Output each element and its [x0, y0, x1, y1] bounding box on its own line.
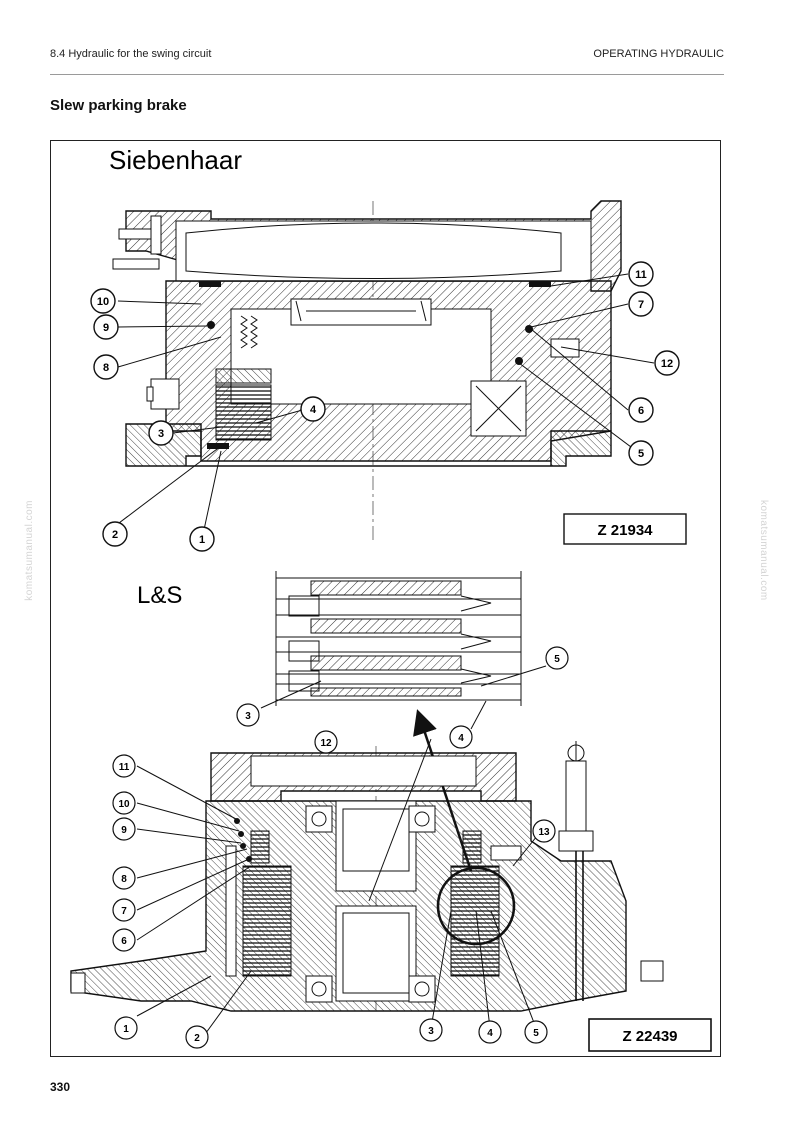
bottom-callout-9: 9 [112, 817, 136, 841]
page-number: 330 [50, 1080, 71, 1094]
svg-text:12: 12 [320, 738, 332, 749]
top-callout-12: 12 [654, 350, 680, 376]
svg-text:7: 7 [638, 299, 644, 311]
top-callout-6: 6 [628, 397, 654, 423]
bottom-callout-11: 11 [112, 754, 136, 778]
svg-text:11: 11 [119, 762, 130, 773]
top-callout-2: 2 [102, 521, 128, 547]
watermark-left: komatsumanual.com [24, 500, 35, 601]
magnifier-circle [436, 866, 516, 946]
figure-frame: Siebenhaar [50, 140, 721, 1057]
svg-text:5: 5 [638, 448, 644, 460]
svg-text:5: 5 [533, 1028, 539, 1039]
ls-label: L&S [137, 582, 182, 609]
svg-text:5: 5 [554, 654, 560, 665]
header-divider [50, 74, 724, 75]
bottom-callout-10: 10 [112, 791, 136, 815]
top-callout-5: 5 [628, 440, 654, 466]
top-callout-11: 11 [628, 261, 654, 287]
technical-drawing: Siebenhaar [70, 145, 712, 1052]
top-code-box [563, 513, 687, 545]
detail-callout-4: 4 [449, 725, 473, 749]
svg-text:1: 1 [123, 1024, 129, 1035]
bottom-callout-12: 12 [314, 730, 338, 754]
bottom-callout-4: 4 [478, 1020, 502, 1044]
bottom-callout-3: 3 [419, 1018, 443, 1042]
svg-text:9: 9 [121, 825, 127, 836]
bottom-code-box [588, 1018, 712, 1052]
top-callout-4: 4 [300, 396, 326, 422]
plate-detail [260, 571, 547, 730]
svg-text:11: 11 [635, 269, 647, 281]
svg-text:6: 6 [121, 936, 127, 947]
svg-text:13: 13 [538, 827, 550, 838]
svg-text:2: 2 [194, 1033, 200, 1044]
svg-text:8: 8 [103, 362, 109, 374]
ls-drawing: L&S [70, 571, 712, 1052]
bottom-drawing-code: Z 22439 [622, 1028, 677, 1045]
bottom-callout-13: 13 [532, 819, 556, 843]
watermark-right: komatsumanual.com [758, 500, 769, 601]
svg-text:8: 8 [121, 874, 127, 885]
detail-callout-3: 3 [236, 703, 260, 727]
svg-text:10: 10 [118, 799, 130, 810]
bottom-callout-5: 5 [524, 1020, 548, 1044]
svg-text:4: 4 [458, 733, 464, 744]
svg-text:9: 9 [103, 322, 109, 334]
top-drawing-code: Z 21934 [597, 522, 653, 539]
top-callout-3: 3 [148, 420, 174, 446]
bottom-callout-8: 8 [112, 866, 136, 890]
bottom-callout-7: 7 [112, 898, 136, 922]
top-callout-7: 7 [628, 291, 654, 317]
page-title: Slew parking brake [50, 97, 187, 114]
siebenhaar-label: Siebenhaar [109, 145, 242, 175]
svg-text:7: 7 [121, 906, 127, 917]
top-callout-9: 9 [93, 314, 119, 340]
header-section: 8.4 Hydraulic for the swing circuit [50, 48, 212, 60]
svg-text:3: 3 [245, 711, 251, 722]
svg-text:3: 3 [428, 1026, 434, 1037]
svg-text:6: 6 [638, 405, 644, 417]
svg-text:1: 1 [199, 534, 205, 546]
top-callout-1: 1 [189, 526, 215, 552]
top-callout-10: 10 [90, 288, 116, 314]
svg-text:10: 10 [97, 296, 109, 308]
bottom-callout-2: 2 [185, 1025, 209, 1049]
svg-text:12: 12 [661, 358, 673, 370]
header-chapter: OPERATING HYDRAULIC [593, 48, 724, 60]
siebenhaar-drawing: Siebenhaar [90, 145, 687, 552]
svg-text:4: 4 [487, 1028, 493, 1039]
top-callouts: 10 9 8 3 4 2 1 11 7 12 6 5 [90, 261, 680, 552]
bottom-callout-1: 1 [114, 1016, 138, 1040]
bottom-callouts: 11 10 9 8 7 6 1 2 12 13 3 4 5 3 4 5 [112, 646, 569, 1049]
detail-callout-5: 5 [545, 646, 569, 670]
svg-text:2: 2 [112, 529, 118, 541]
svg-text:4: 4 [310, 404, 317, 416]
svg-text:3: 3 [158, 428, 164, 440]
bottom-callout-6: 6 [112, 928, 136, 952]
top-callout-8: 8 [93, 354, 119, 380]
